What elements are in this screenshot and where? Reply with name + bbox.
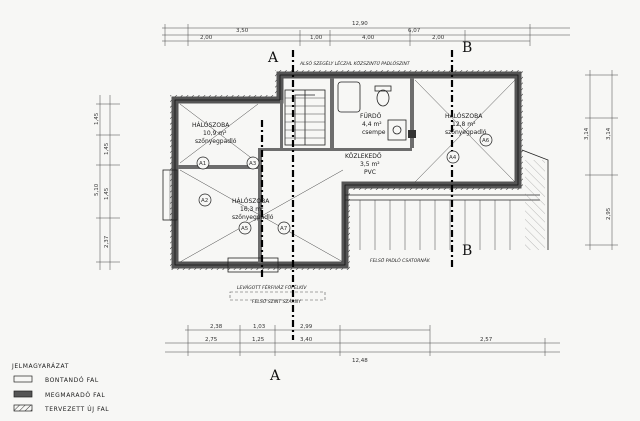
roof-lines — [179, 79, 516, 263]
room-5-floor: szőnyegpadló — [232, 214, 274, 221]
dim-bottom-overall: 12,48 — [352, 358, 368, 364]
door-tag: A1 — [196, 156, 210, 170]
room-2-floor: csempe — [362, 129, 386, 136]
dim-top-overall: 12,90 — [352, 21, 368, 27]
room-3-area: 12,8 m² — [452, 121, 476, 128]
room-1-name: HÁLÓSZOBA — [192, 122, 230, 129]
dim-bottom-b3: 3,40 — [300, 337, 313, 343]
room-3-floor: szőnyegpadló — [445, 129, 487, 136]
room-4-name: KÖZLEKEDŐ — [345, 153, 382, 160]
room-3-name: HÁLÓSZOBA — [445, 113, 483, 120]
door-tags: A1 A2 A3 A4 A5 A6 A7 — [196, 133, 493, 235]
room-2-name: FÜRDŐ — [360, 113, 382, 120]
room-5-name: HÁLÓSZOBA — [232, 198, 270, 205]
svg-text:A2: A2 — [201, 198, 208, 204]
svg-text:MEGMARADÓ FAL: MEGMARADÓ FAL — [45, 392, 105, 399]
section-mark-b-top: B — [462, 40, 472, 56]
door-tag: A2 — [198, 193, 212, 207]
legend-item-new: TERVEZETT ÚJ FAL — [13, 404, 109, 413]
svg-text:BONTANDÓ FAL: BONTANDÓ FAL — [45, 377, 99, 384]
room-2-area: 4,4 m² — [362, 121, 382, 128]
door-tag: A6 — [479, 133, 493, 147]
legend-item-demolish: BONTANDÓ FAL — [13, 375, 99, 384]
right-dimension-chain: 3,14 3,14 2,95 — [584, 70, 618, 250]
dim-top-seg-1: 3,50 — [236, 28, 249, 34]
dim-top-seg-2: 6,07 — [408, 28, 421, 34]
section-mark-b-bottom: B — [462, 243, 472, 259]
room-labels: HÁLÓSZOBA 10,9 m² szőnyegpadló FÜRDŐ 4,4… — [192, 113, 487, 221]
bottom-dimension-chain: 2,38 1,03 2,99 2,75 1,25 3,40 2,57 12,48 — [165, 324, 560, 364]
room-1-area: 10,9 m² — [203, 130, 227, 137]
section-marks: A A B B — [267, 40, 472, 384]
dim-left-1: 1,45 — [94, 112, 100, 125]
room-4-area: 3,5 m² — [360, 161, 380, 168]
section-mark-a-top: A — [267, 50, 279, 66]
door-tag: A3 — [246, 156, 260, 170]
door-tag: A4 — [446, 150, 460, 164]
note-right-bottom: FELSŐ PADLÓ CSATORNÁK — [370, 257, 431, 264]
staircase — [284, 89, 326, 146]
note-bottom-2: FELSŐ SZINT SZÁRNY — [252, 298, 302, 305]
dim-top-fine-1: 2,00 — [200, 35, 213, 41]
section-mark-a-bottom: A — [269, 368, 281, 384]
dim-bottom-a3: 2,99 — [300, 324, 313, 330]
dim-bottom-b2: 1,25 — [252, 337, 265, 343]
svg-text:A4: A4 — [449, 155, 457, 161]
dim-right-1: 3,14 — [584, 127, 590, 140]
door-tag: A7 — [277, 221, 291, 235]
note-bottom-1: LEVÁGOTT FÉRFIVÁZ FŐFÉLKÍV — [237, 283, 307, 291]
dim-left-3: 5,10 — [94, 183, 100, 196]
svg-text:A5: A5 — [241, 226, 249, 232]
dim-bottom-b1: 2,75 — [205, 337, 218, 343]
bottom-opening — [227, 257, 326, 301]
svg-text:TERVEZETT ÚJ FAL: TERVEZETT ÚJ FAL — [44, 406, 109, 413]
dim-bottom-a1: 2,38 — [210, 324, 223, 330]
top-dimension-chain: 12,90 3,50 6,07 2,00 1,00 4,00 2,00 — [162, 21, 570, 46]
dim-right-3: 2,95 — [606, 207, 612, 220]
legend-item-existing: MEGMARADÓ FAL — [13, 390, 105, 399]
left-window — [162, 169, 178, 221]
room-1-floor: szőnyegpadló — [195, 138, 237, 145]
dim-left-5: 2,37 — [104, 235, 110, 248]
room-4-floor: PVC — [364, 169, 376, 176]
svg-text:A3: A3 — [249, 161, 257, 167]
legend-title: JELMAGYARÁZAT — [11, 363, 69, 370]
svg-text:A7: A7 — [280, 226, 288, 232]
dim-top-fine-2: 1,00 — [310, 35, 323, 41]
note-top: ALSÓ SZEGÉLY LÉCZHL KÖZSZINTŰ PADLÓSZINT — [299, 59, 411, 67]
plan-notes: ALSÓ SZEGÉLY LÉCZHL KÖZSZINTŰ PADLÓSZINT… — [237, 59, 431, 305]
dim-bottom-b4: 2,57 — [480, 337, 493, 343]
bathroom-fixtures — [337, 81, 416, 141]
dim-top-fine-4: 2,00 — [432, 35, 445, 41]
dim-bottom-a2: 1,03 — [253, 324, 266, 330]
dim-left-2: 1,45 — [104, 142, 110, 155]
left-dimension-chain: 1,45 1,45 5,10 1,45 2,37 — [94, 95, 120, 270]
legend: JELMAGYARÁZAT BONTANDÓ FAL MEGMARADÓ FAL… — [11, 363, 109, 413]
door-tag: A5 — [238, 221, 252, 235]
dim-top-fine-3: 4,00 — [362, 35, 375, 41]
dim-left-4: 1,45 — [104, 187, 110, 200]
svg-text:A1: A1 — [199, 161, 206, 167]
balcony-railing — [345, 149, 549, 250]
dim-right-2: 3,14 — [606, 127, 612, 140]
room-5-area: 16,3 m² — [240, 206, 264, 213]
svg-text:A6: A6 — [482, 138, 490, 144]
